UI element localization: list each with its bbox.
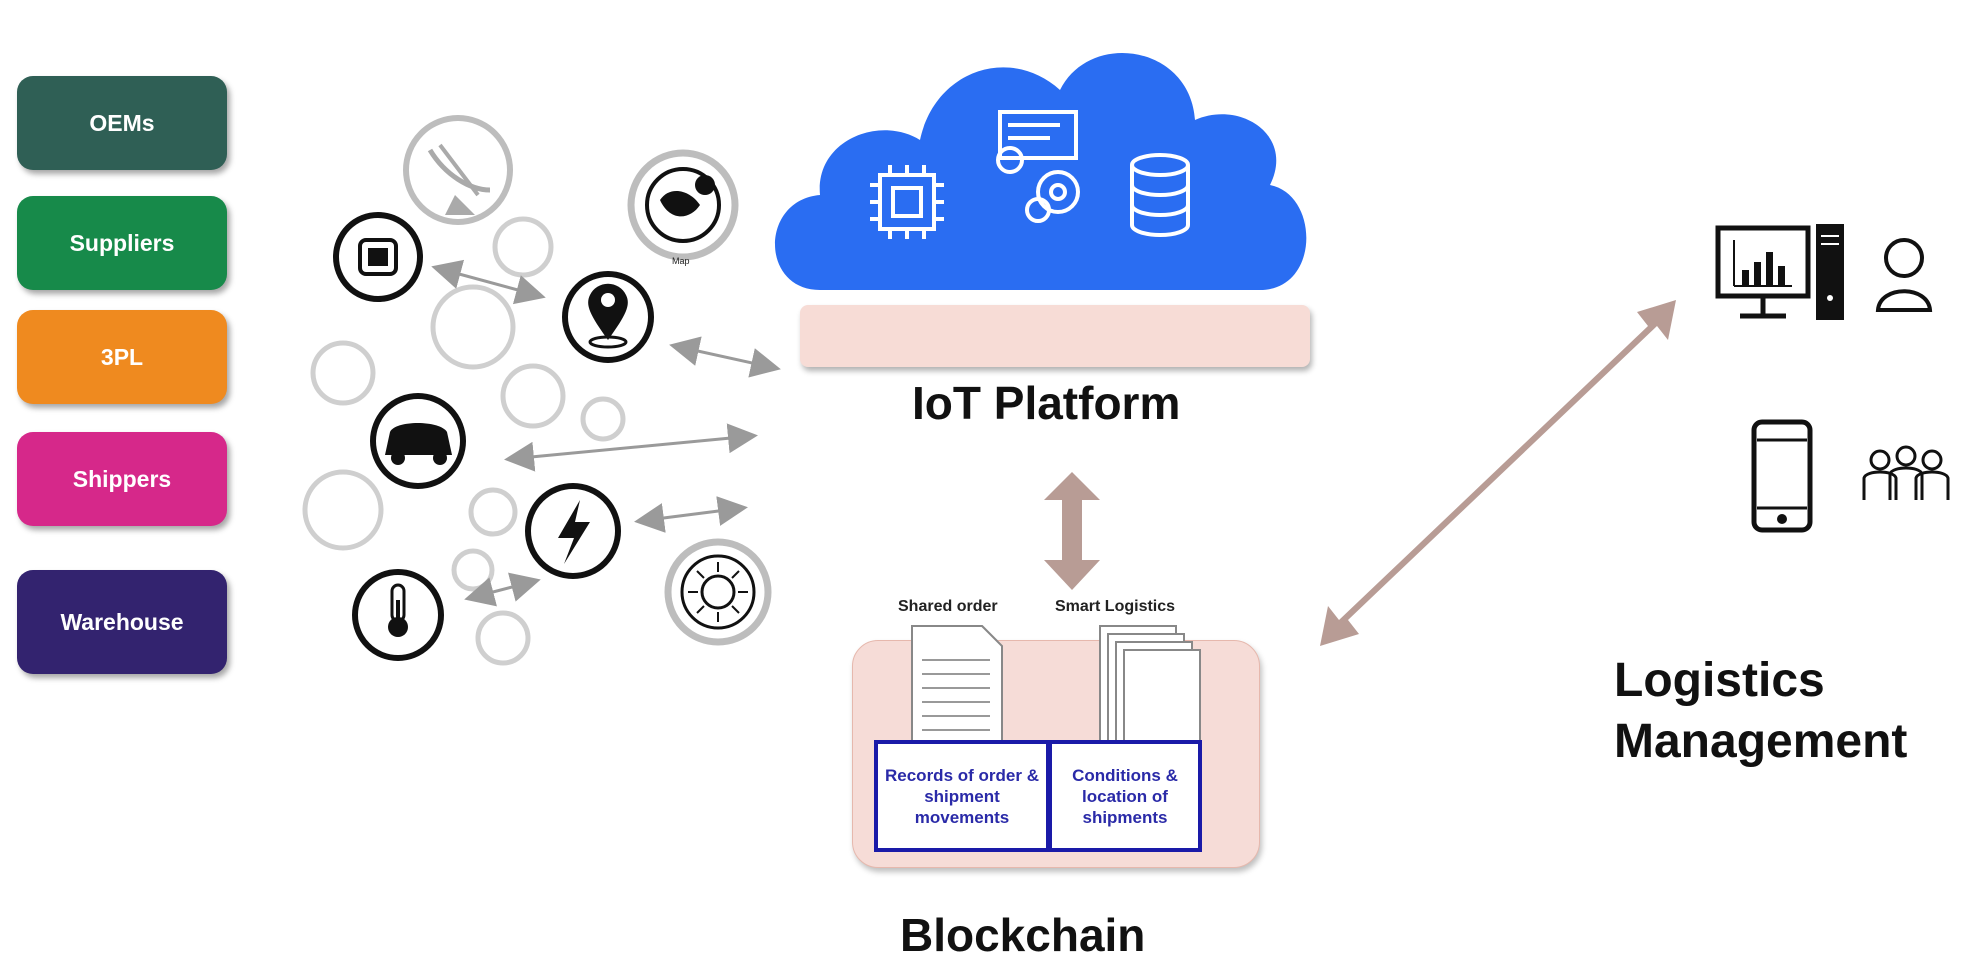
car-icon [370, 393, 466, 489]
iot-platform-bar [800, 305, 1310, 367]
stakeholder-3pl: 3PL [17, 310, 227, 404]
device-arrows [431, 259, 781, 607]
blockchain-logistics-arrow [1320, 300, 1676, 646]
satellite-dish-icon [403, 115, 513, 225]
stakeholder-shippers: Shippers [17, 432, 227, 526]
stakeholder-suppliers: Suppliers [17, 196, 227, 290]
user-icon [1875, 238, 1933, 312]
location-pin-icon [562, 271, 654, 363]
document-icon-front [911, 625, 1003, 761]
gears-document-icon [996, 110, 1080, 223]
group-icon [1862, 445, 1950, 500]
logistics-label-line2: Management [1614, 715, 1908, 768]
blockchain-label: Blockchain [900, 909, 1146, 961]
logistics-management-label: Logistics Management [1614, 650, 1907, 772]
conditions-box: Conditions & location of shipments [1048, 740, 1202, 852]
smartphone-icon [1751, 419, 1813, 533]
shared-order-caption: Shared order [898, 598, 998, 615]
smart-logistics-caption: Smart Logistics [1055, 598, 1176, 615]
map-caption: Map [672, 256, 690, 266]
database-icon [1130, 153, 1190, 237]
stakeholder-warehouse: Warehouse [17, 570, 227, 674]
logistics-label-line1: Logistics [1614, 654, 1825, 707]
server-tower-icon [1816, 224, 1844, 320]
smartwatch-icon [333, 212, 423, 302]
stakeholder-oems: OEMs [17, 76, 227, 170]
thermometer-icon [352, 569, 444, 661]
sun-sensor-icon [664, 538, 772, 646]
desktop-chart-icon [1715, 225, 1811, 319]
map-globe-icon [627, 149, 739, 261]
iot-blockchain-arrow [1044, 472, 1100, 590]
records-box: Records of order & shipment movements [874, 740, 1050, 852]
chip-icon [870, 165, 944, 239]
lightning-icon [525, 483, 621, 579]
iot-platform-label: IoT Platform [912, 377, 1181, 429]
